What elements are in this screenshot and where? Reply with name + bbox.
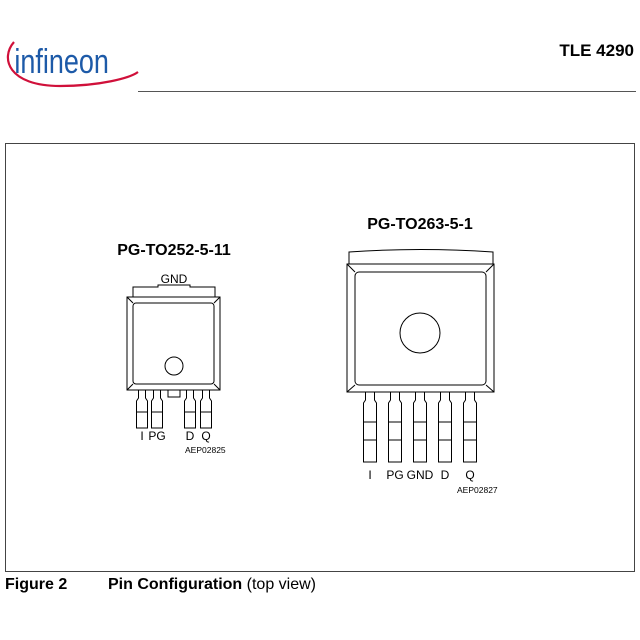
pin-label: PG xyxy=(386,468,403,482)
pin-label: D xyxy=(441,468,450,482)
document-title: TLE 4290 xyxy=(559,41,634,60)
pin-lead xyxy=(388,392,402,463)
figure-title: Pin Configuration xyxy=(108,576,243,593)
pin-label: I xyxy=(140,429,143,443)
pin-lead xyxy=(363,392,377,463)
package-name: PG-TO263-5-1 xyxy=(367,216,473,233)
infineon-logo: infineon xyxy=(6,41,139,88)
pin-lead xyxy=(438,392,452,463)
pin-label: PG xyxy=(148,429,165,443)
package-to263: PG-TO263-5-1 I PG GND D Q AEP02827 xyxy=(346,216,498,495)
pin-label: Q xyxy=(465,468,474,482)
figure-title-suffix: (top view) xyxy=(246,576,317,593)
mounting-hole xyxy=(399,312,441,354)
pin-lead xyxy=(463,392,477,463)
mounting-hole xyxy=(164,356,184,376)
header-divider xyxy=(138,91,636,92)
tab-label: GND xyxy=(161,272,188,286)
figure-number: Figure 2 xyxy=(5,576,68,593)
figure-frame xyxy=(5,143,635,572)
pin-lead xyxy=(184,390,196,429)
pin-lead xyxy=(151,390,163,429)
pin-label: Q xyxy=(201,429,210,443)
pin-lead xyxy=(413,392,427,463)
pin-label: I xyxy=(368,468,371,482)
pin-lead xyxy=(200,390,212,429)
svg-text:infineon: infineon xyxy=(14,42,109,81)
pin-label: GND xyxy=(407,468,434,482)
figure-caption: Figure 2 Pin Configuration (top view) xyxy=(5,576,316,594)
package-name: PG-TO252-5-11 xyxy=(117,242,231,259)
pin-label: D xyxy=(186,429,195,443)
pin-lead xyxy=(136,390,148,429)
drawing-code: AEP02825 xyxy=(185,445,226,455)
drawing-code: AEP02827 xyxy=(457,485,498,495)
